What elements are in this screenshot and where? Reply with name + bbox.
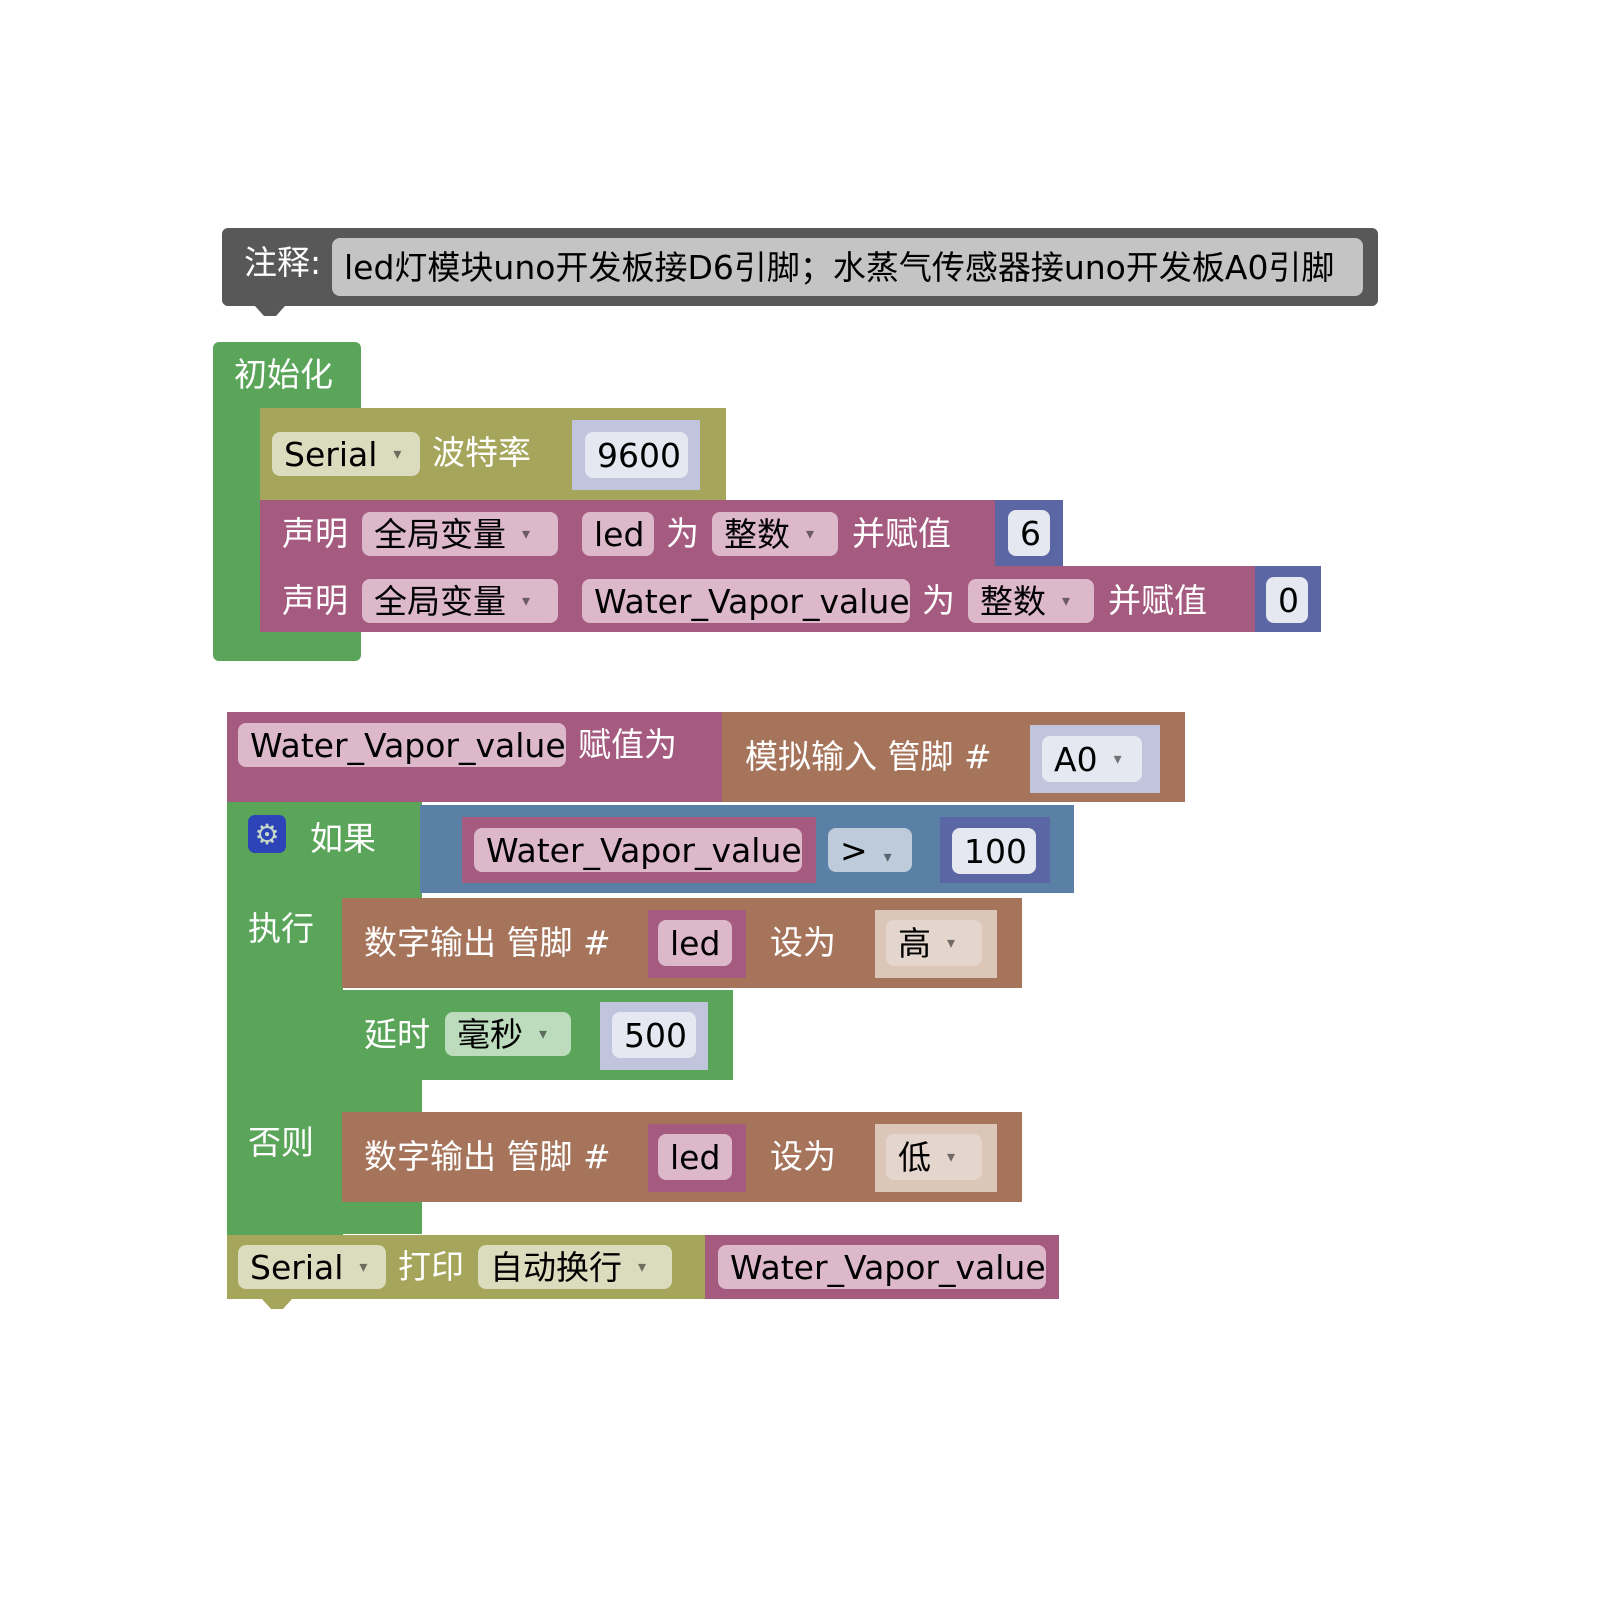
delay-label: 延时	[364, 1015, 430, 1054]
if-label: 如果	[310, 819, 376, 858]
digital-write-label: 数字输出 管脚 #	[364, 1137, 611, 1176]
scope-dropdown[interactable]: 全局变量	[362, 579, 558, 623]
serial-port-dropdown[interactable]: Serial	[272, 432, 420, 476]
then-label: 执行	[248, 909, 314, 948]
serial-port-dropdown[interactable]: Serial	[238, 1245, 386, 1289]
as-label: 为	[922, 581, 955, 620]
setup-block-foot	[213, 632, 361, 661]
comment-text-field[interactable]: led灯模块uno开发板接D6引脚；水蒸气传感器接uno开发板A0引脚	[332, 238, 1363, 296]
led-init-value-field[interactable]: 6	[1008, 510, 1050, 556]
set-label: 设为	[770, 1137, 836, 1176]
compare-value-field[interactable]: 100	[952, 828, 1036, 874]
level-dropdown[interactable]: 低	[886, 1134, 982, 1180]
water-init-value-field[interactable]: 0	[1266, 577, 1308, 623]
operator-dropdown[interactable]: >	[828, 828, 912, 872]
if-block-foot	[227, 1200, 422, 1234]
analog-read-label: 模拟输入 管脚 #	[745, 737, 992, 776]
scope-dropdown[interactable]: 全局变量	[362, 512, 558, 556]
print-var-field[interactable]: Water_Vapor_value	[718, 1245, 1046, 1289]
setup-block[interactable]	[213, 342, 361, 408]
var-name-field[interactable]: led	[582, 512, 654, 556]
comment-label: 注释:	[244, 243, 322, 282]
if-else-divider	[227, 1078, 422, 1112]
compare-var-field[interactable]: Water_Vapor_value	[474, 828, 802, 872]
serial-print-notch	[262, 1299, 292, 1309]
digital-write-label: 数字输出 管脚 #	[364, 923, 611, 962]
delay-value-field[interactable]: 500	[612, 1012, 696, 1058]
level-dropdown[interactable]: 高	[886, 920, 982, 966]
var-name-field[interactable]: Water_Vapor_value	[582, 579, 910, 623]
set-label: 设为	[770, 923, 836, 962]
if-block-spine	[227, 890, 343, 1235]
declare-label: 声明	[282, 581, 348, 620]
setup-label: 初始化	[234, 355, 333, 394]
pin-var-field[interactable]: led	[658, 920, 732, 966]
comment-block-notch	[255, 306, 285, 316]
baud-label: 波特率	[432, 433, 531, 472]
else-label: 否则	[248, 1123, 314, 1162]
baud-value-field[interactable]: 9600	[585, 432, 688, 478]
setup-block-spine	[213, 400, 261, 640]
analog-pin-dropdown[interactable]: A0	[1042, 736, 1142, 782]
assign-to-label: 赋值为	[578, 725, 677, 764]
type-dropdown[interactable]: 整数	[968, 579, 1094, 623]
print-mode-dropdown[interactable]: 自动换行	[478, 1245, 672, 1289]
operator-value: >	[840, 834, 892, 867]
assign-label: 并赋值	[1108, 581, 1207, 620]
pin-var-field[interactable]: led	[658, 1134, 732, 1180]
type-dropdown[interactable]: 整数	[712, 512, 838, 556]
declare-label: 声明	[282, 514, 348, 553]
as-label: 为	[666, 514, 699, 553]
assign-var-field[interactable]: Water_Vapor_value	[238, 723, 566, 767]
gear-icon[interactable]: ⚙	[248, 815, 286, 853]
assign-label: 并赋值	[852, 514, 951, 553]
print-label: 打印	[398, 1247, 464, 1286]
delay-unit-dropdown[interactable]: 毫秒	[445, 1012, 571, 1056]
